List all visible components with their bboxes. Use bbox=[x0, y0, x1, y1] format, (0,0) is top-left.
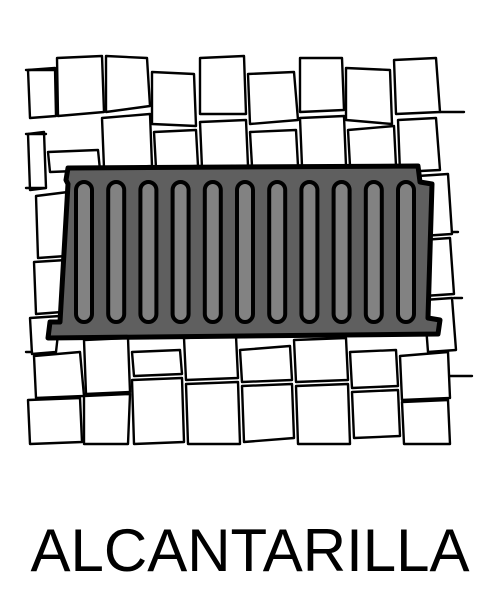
grate-slot bbox=[363, 180, 384, 324]
cobblestone bbox=[26, 396, 84, 446]
grate-slot bbox=[170, 180, 191, 324]
cobblestone bbox=[198, 54, 248, 116]
cobblestone bbox=[152, 128, 200, 170]
cobblestone bbox=[26, 130, 48, 192]
cobblestone bbox=[26, 66, 58, 120]
grate bbox=[45, 163, 443, 341]
grate-slot bbox=[138, 180, 159, 324]
cobblestone bbox=[298, 56, 346, 114]
grate-slot bbox=[299, 180, 320, 324]
cobblestone bbox=[150, 70, 198, 128]
cobblestone bbox=[348, 348, 400, 390]
cobblestone bbox=[55, 54, 106, 118]
grate-slot bbox=[106, 180, 127, 324]
cobblestone bbox=[398, 350, 452, 402]
grate-slot bbox=[202, 180, 223, 324]
storm-drain-grate-illustration bbox=[24, 54, 474, 446]
cobblestone bbox=[184, 380, 242, 446]
cobblestone bbox=[344, 66, 394, 126]
cobblestone bbox=[82, 392, 132, 446]
cobblestone bbox=[82, 336, 132, 396]
grate-slot bbox=[267, 180, 288, 324]
cobblestone bbox=[198, 118, 250, 170]
pavement-joint-lines bbox=[24, 68, 474, 378]
cobblestone bbox=[248, 128, 300, 168]
cobblestone bbox=[298, 114, 348, 168]
cobblestone bbox=[240, 382, 296, 444]
caption-label: ALCANTARILLA bbox=[30, 517, 470, 584]
cobblestone bbox=[100, 112, 154, 170]
cobblestone bbox=[104, 54, 152, 114]
cobblestone bbox=[294, 382, 352, 446]
cobblestone bbox=[292, 336, 350, 384]
cobblestone bbox=[238, 344, 294, 384]
grate-slots bbox=[74, 180, 416, 324]
grate-slot bbox=[74, 180, 94, 324]
grate-slot bbox=[396, 180, 416, 324]
cobblestone bbox=[130, 348, 184, 378]
grate-slot bbox=[235, 180, 255, 324]
grate-slot bbox=[331, 180, 352, 324]
cobblestone bbox=[346, 124, 398, 168]
cobblestone-pavement bbox=[26, 54, 458, 446]
cobblestone bbox=[32, 350, 86, 400]
cobblestone bbox=[392, 56, 442, 116]
cobblestone bbox=[350, 388, 402, 440]
cobblestone bbox=[400, 398, 452, 446]
cobblestone bbox=[130, 376, 186, 446]
cobblestone bbox=[182, 334, 240, 382]
cobblestone bbox=[396, 116, 442, 174]
cobblestone bbox=[246, 70, 300, 126]
